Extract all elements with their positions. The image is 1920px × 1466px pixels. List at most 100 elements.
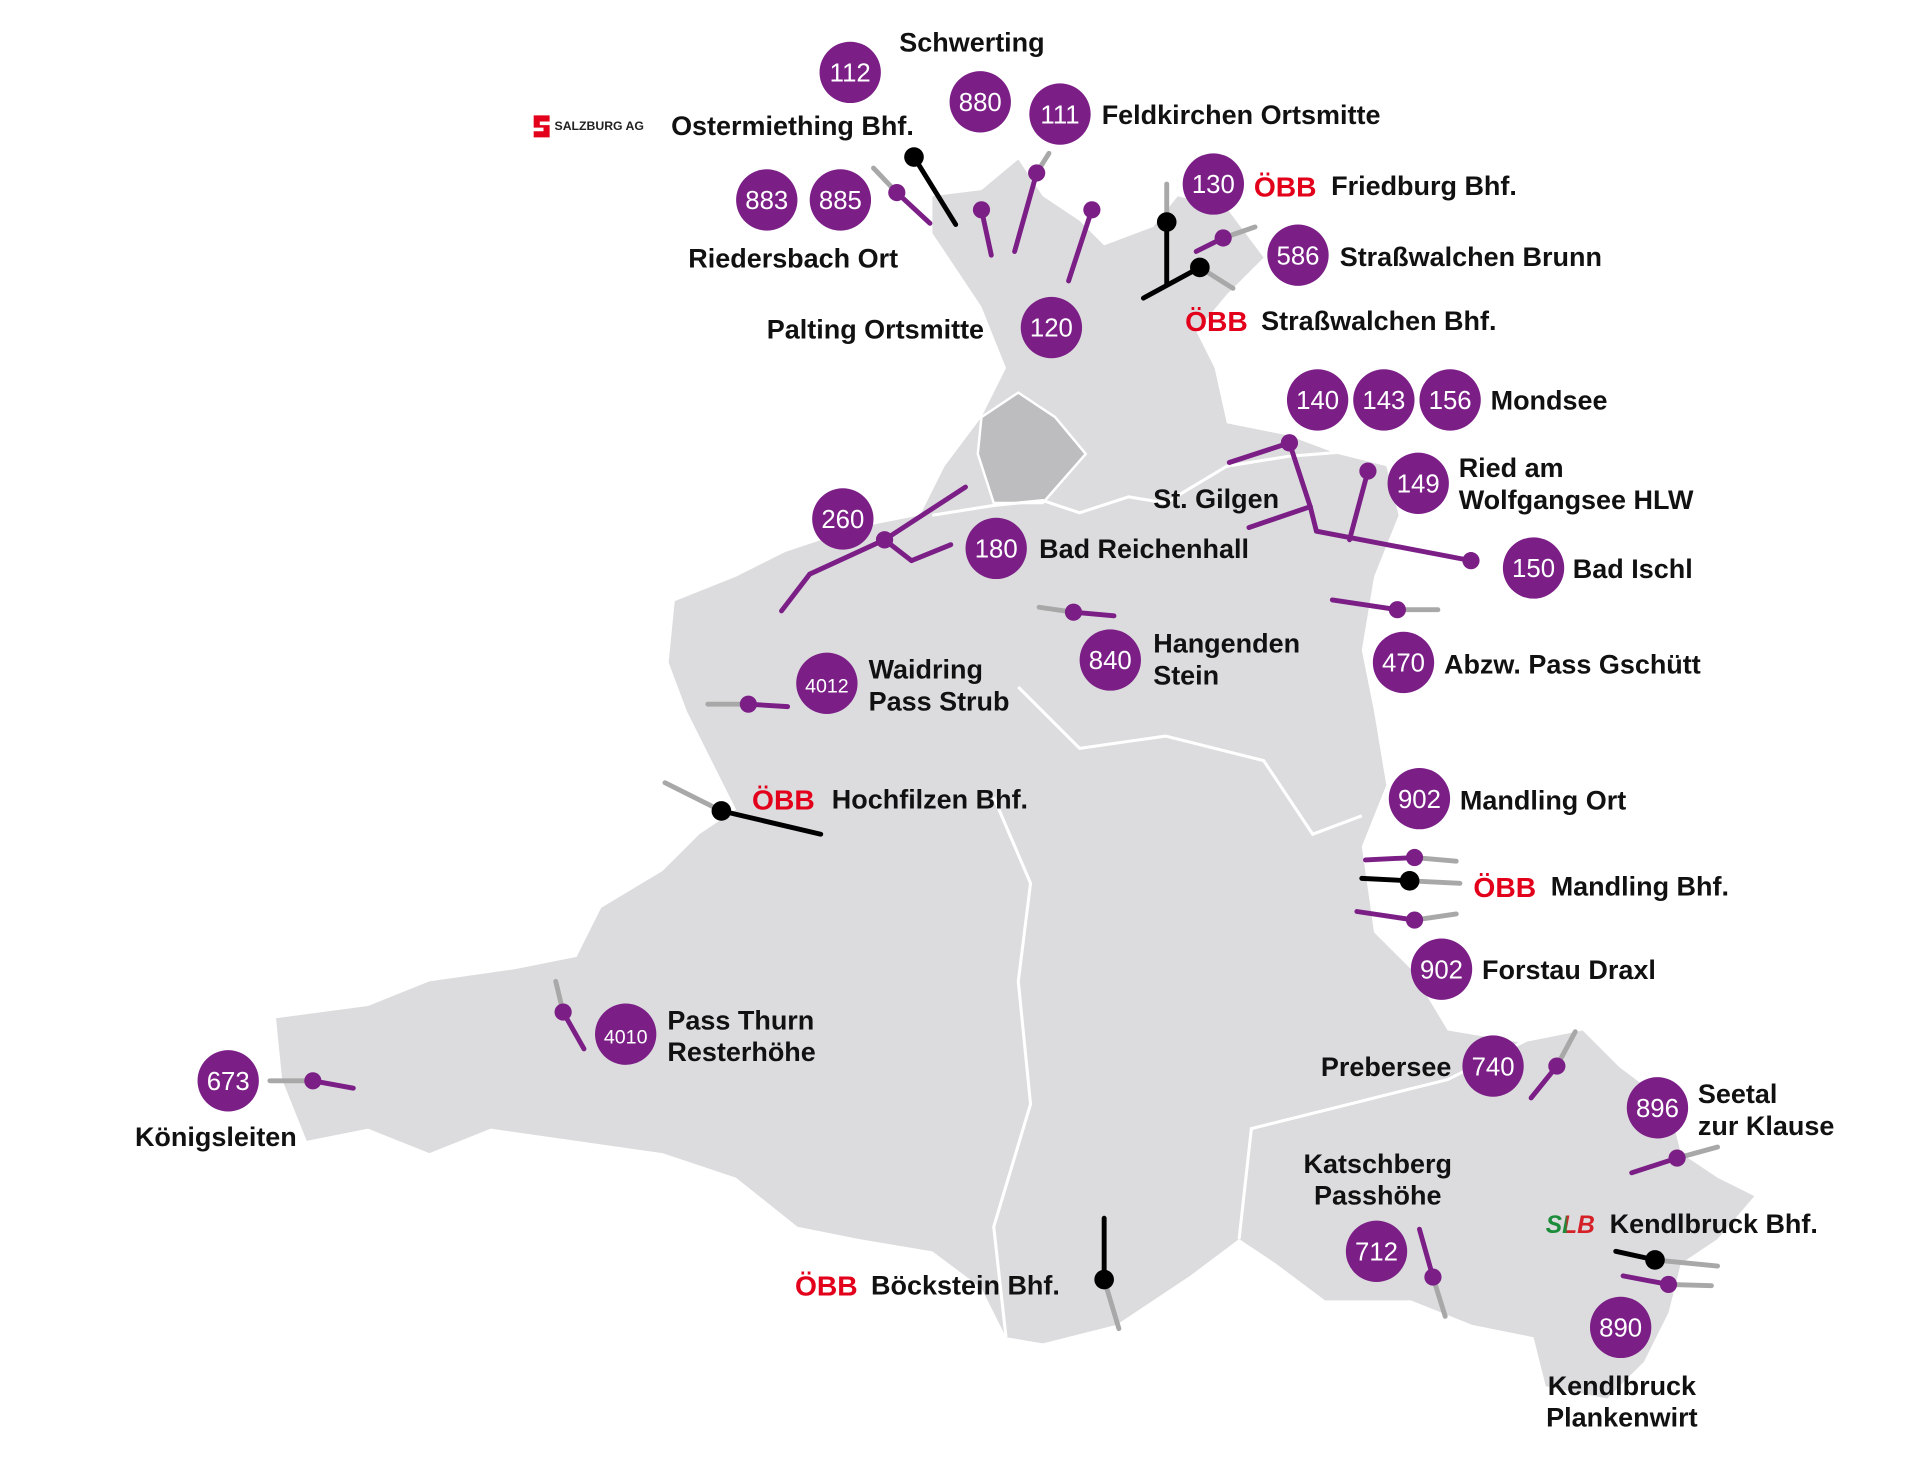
- stop-label[interactable]: Abzw. Pass Gschütt: [1444, 650, 1701, 680]
- route-badge[interactable]: 883: [736, 169, 798, 231]
- bus-stop-dot[interactable]: [972, 201, 991, 219]
- stop-label[interactable]: Hochfilzen Bhf.ÖBB: [752, 784, 1028, 816]
- stop-label[interactable]: Königsleiten: [135, 1122, 297, 1152]
- train-station-dot[interactable]: [1094, 1269, 1114, 1290]
- route-number: 149: [1397, 471, 1440, 499]
- stop-label[interactable]: Schwerting: [899, 28, 1044, 58]
- bus-stop-dot[interactable]: [875, 531, 894, 549]
- route-badge[interactable]: 712: [1345, 1220, 1408, 1282]
- route-badge[interactable]: 902: [1410, 938, 1473, 1000]
- stop-label[interactable]: Feldkirchen Ortsmitte: [1102, 100, 1381, 130]
- bus-stop-dot[interactable]: [304, 1072, 322, 1090]
- stop-label[interactable]: Mandling Bhf.ÖBB: [1473, 871, 1729, 903]
- bus-stop-dot[interactable]: [888, 184, 906, 202]
- route-badge[interactable]: 880: [949, 71, 1011, 133]
- bus-stop-dot[interactable]: [1548, 1057, 1566, 1075]
- route-badge[interactable]: 4012: [796, 652, 858, 714]
- route-badge-circle: [1286, 369, 1349, 431]
- route-number: 840: [1089, 647, 1132, 675]
- route-badge[interactable]: 130: [1182, 153, 1245, 215]
- stop-label[interactable]: Palting Ortsmitte: [767, 315, 984, 345]
- bus-stop-dot[interactable]: [1462, 552, 1480, 570]
- route-badge[interactable]: 111: [1029, 83, 1091, 145]
- route-badge[interactable]: 149: [1387, 452, 1449, 515]
- route-badge-circle: [1388, 767, 1451, 830]
- route-badge[interactable]: 143: [1353, 369, 1415, 431]
- route-badge[interactable]: 470: [1372, 631, 1435, 694]
- route-number: 4012: [805, 676, 849, 698]
- route-badge[interactable]: 120: [1020, 296, 1083, 359]
- route-badge[interactable]: 112: [819, 41, 881, 104]
- bus-stop-dot[interactable]: [1668, 1149, 1686, 1167]
- train-station-dot[interactable]: [1399, 871, 1420, 891]
- stop-label[interactable]: Mondsee: [1491, 386, 1608, 416]
- stop-label[interactable]: St. Gilgen: [1153, 484, 1279, 514]
- route-badge[interactable]: 260: [812, 488, 874, 550]
- bus-stop-dot[interactable]: [739, 695, 757, 713]
- bus-stop-dot[interactable]: [554, 1003, 572, 1021]
- train-station-dot[interactable]: [1190, 257, 1210, 278]
- stop-name: Bad Ischl: [1573, 554, 1693, 584]
- route-badge[interactable]: 140: [1286, 369, 1349, 431]
- route-number: 712: [1355, 1239, 1398, 1267]
- bus-stop-dot[interactable]: [1424, 1268, 1442, 1286]
- route-badge[interactable]: 180: [965, 517, 1027, 580]
- stop-label[interactable]: Ostermiething Bhf.SALZBURG AG: [533, 111, 914, 141]
- stop-label[interactable]: Bad Ischl: [1573, 554, 1693, 584]
- bus-stop-dot[interactable]: [1405, 911, 1424, 929]
- route-badge[interactable]: 740: [1462, 1035, 1524, 1097]
- train-station-dot[interactable]: [711, 801, 732, 821]
- bus-stop-dot[interactable]: [1064, 603, 1083, 621]
- stop-label[interactable]: Böckstein Bhf.ÖBB: [795, 1269, 1060, 1301]
- route-badge[interactable]: 156: [1419, 369, 1481, 431]
- stop-label[interactable]: Mandling Ort: [1460, 786, 1626, 816]
- train-station-dot[interactable]: [904, 147, 924, 167]
- route-badge[interactable]: 150: [1502, 537, 1565, 599]
- stop-label[interactable]: Prebersee: [1321, 1052, 1451, 1082]
- route-badge-circle: [949, 71, 1011, 133]
- route-badge[interactable]: 885: [809, 169, 872, 231]
- route-badge[interactable]: 890: [1589, 1296, 1652, 1359]
- route-badge[interactable]: 4010: [595, 1003, 657, 1065]
- stop-label[interactable]: Riedersbach Ort: [688, 243, 898, 273]
- route-badge[interactable]: 673: [197, 1050, 259, 1112]
- route-badge-circle: [1079, 629, 1141, 691]
- bus-stop-dot[interactable]: [1214, 229, 1232, 247]
- route-badge[interactable]: 896: [1626, 1077, 1689, 1139]
- bus-stop-dot[interactable]: [1028, 164, 1046, 182]
- bus-stop-dot[interactable]: [1083, 201, 1101, 219]
- stop-label[interactable]: Straßwalchen Bhf.ÖBB: [1185, 305, 1496, 337]
- bus-stop-dot[interactable]: [1359, 462, 1377, 480]
- route-badge[interactable]: 586: [1267, 224, 1329, 286]
- stop-name: Passhöhe: [1314, 1181, 1441, 1211]
- bus-stop-dot[interactable]: [1659, 1275, 1678, 1294]
- route-badge-circle: [736, 169, 798, 231]
- train-station-dot[interactable]: [1645, 1250, 1665, 1270]
- stop-label[interactable]: Forstau Draxl: [1482, 955, 1656, 985]
- route-badge[interactable]: 840: [1079, 629, 1141, 691]
- bus-stop-dot[interactable]: [1280, 434, 1298, 452]
- stop-label[interactable]: Straßwalchen Brunn: [1340, 242, 1602, 272]
- stop-name: Feldkirchen Ortsmitte: [1102, 100, 1381, 130]
- route-number: 180: [975, 536, 1018, 564]
- train-station-dot[interactable]: [1156, 212, 1177, 232]
- stop-markers: [267, 147, 1721, 1332]
- stop-label[interactable]: Bad Reichenhall: [1039, 534, 1249, 564]
- stop-label[interactable]: Kendlbruck Bhf.SLB: [1546, 1209, 1818, 1239]
- route-badge[interactable]: 902: [1388, 767, 1451, 830]
- bus-stop-dot[interactable]: [1405, 848, 1424, 867]
- route-badge-circle: [1589, 1296, 1652, 1359]
- stop-name: Katschberg: [1304, 1149, 1452, 1179]
- bus-stop-dot[interactable]: [1388, 601, 1406, 619]
- bus-route-line: [1307, 504, 1319, 534]
- stop-name: Stein: [1153, 661, 1219, 691]
- salzburg-state-area: [276, 159, 1755, 1399]
- stop-label[interactable]: Friedburg Bhf.ÖBB: [1254, 170, 1517, 202]
